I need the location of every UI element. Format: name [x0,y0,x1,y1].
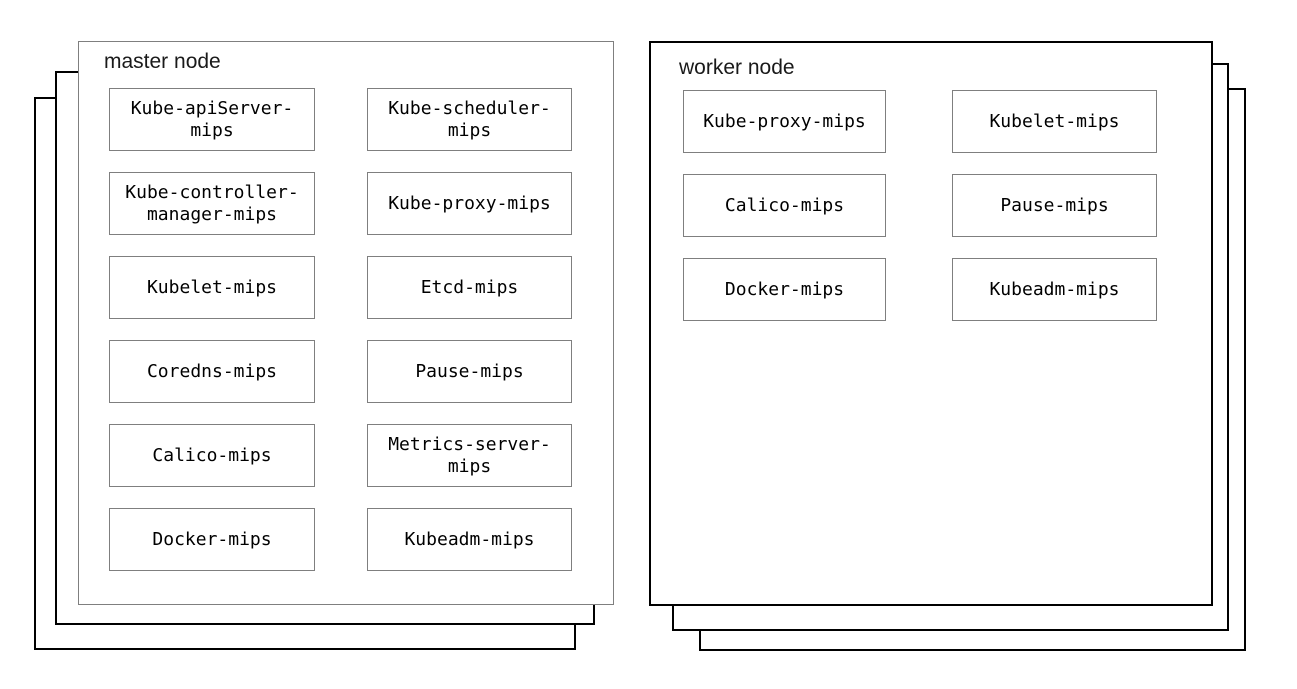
component-label: Etcd-mips [420,276,519,298]
master-node-title: master node [104,50,221,73]
component-label: Docker-mips [724,278,845,300]
component-label: Kube-apiServer- mips [130,97,294,141]
master-node: master node Kube-apiServer- mips Kube-sc… [78,41,614,605]
component-box-pause: Pause-mips [952,174,1157,237]
component-label: Metrics-server- mips [388,433,551,477]
component-label: Pause-mips [1000,194,1109,216]
component-box-kubeadm: Kubeadm-mips [367,508,572,571]
component-label: Kube-proxy-mips [388,192,551,214]
component-label: Kubeadm-mips [989,278,1120,300]
component-box-docker: Docker-mips [109,508,315,571]
component-label: Kube-scheduler- mips [388,97,551,141]
component-box-kube-proxy: Kube-proxy-mips [683,90,886,153]
component-label: Kubelet-mips [989,110,1120,132]
component-label: Kubelet-mips [146,276,278,298]
component-box-kubelet: Kubelet-mips [109,256,315,319]
component-label: Coredns-mips [146,360,278,382]
component-box-kubeadm: Kubeadm-mips [952,258,1157,321]
master-component-grid: Kube-apiServer- mips Kube-scheduler- mip… [109,88,572,571]
component-box-kube-controller-manager: Kube-controller- manager-mips [109,172,315,235]
component-box-calico: Calico-mips [683,174,886,237]
component-label: Docker-mips [152,528,272,550]
component-box-metrics-server: Metrics-server- mips [367,424,572,487]
component-label: Kubeadm-mips [404,528,535,550]
component-label: Pause-mips [415,360,524,382]
component-label: Kube-controller- manager-mips [125,181,299,225]
worker-component-grid: Kube-proxy-mips Kubelet-mips Calico-mips… [683,90,1157,321]
worker-node: worker node Kube-proxy-mips Kubelet-mips… [649,41,1213,606]
worker-node-title: worker node [679,56,795,79]
component-box-coredns: Coredns-mips [109,340,315,403]
component-label: Kube-proxy-mips [703,110,866,132]
component-box-kubelet: Kubelet-mips [952,90,1157,153]
component-box-docker: Docker-mips [683,258,886,321]
component-box-kube-scheduler: Kube-scheduler- mips [367,88,572,151]
component-box-calico: Calico-mips [109,424,315,487]
component-box-kube-proxy: Kube-proxy-mips [367,172,572,235]
component-label: Calico-mips [152,444,272,466]
component-box-pause: Pause-mips [367,340,572,403]
component-box-kube-apiserver: Kube-apiServer- mips [109,88,315,151]
component-label: Calico-mips [724,194,845,216]
component-box-etcd: Etcd-mips [367,256,572,319]
